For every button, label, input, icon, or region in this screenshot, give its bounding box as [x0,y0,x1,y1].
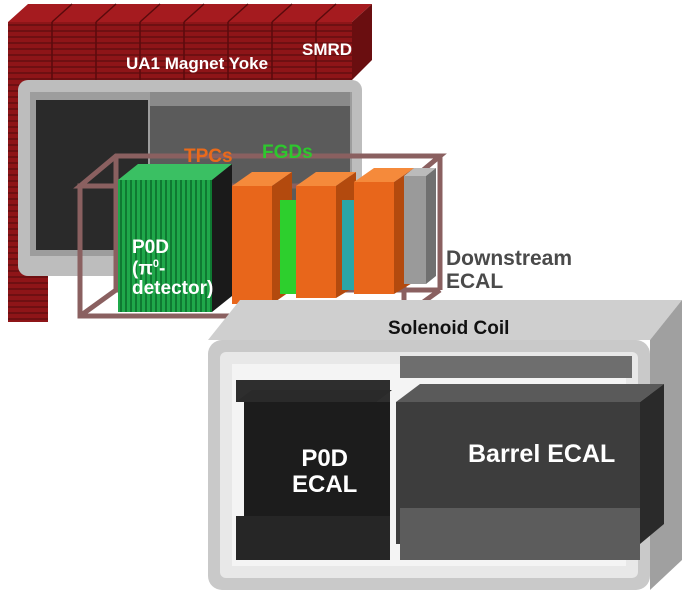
barrel-ecal-label: Barrel ECAL [468,440,616,468]
p0d-label: P0D (π0- detector) [132,237,214,300]
p0d-label-line2: (π0- [132,257,213,280]
p0d-pi-superscript: 0 [152,257,159,270]
p0d-module [118,164,232,312]
solenoid-coil-label: Solenoid Coil [388,318,510,339]
p0d-pi: (π [132,257,153,279]
tpcs-label: TPCs [184,146,233,167]
p0d-dash: - [159,257,166,279]
barrel-ecal [396,356,664,560]
magnet-yoke [8,3,372,322]
tpc-fgd-modules [232,168,414,304]
p0d-label-line3: detector) [132,278,214,300]
p0d-ecal-label: P0D ECAL [292,446,357,498]
p0d-ecal [236,380,392,560]
downstream-ecal-line1: Downstream [446,247,573,270]
p0d-ecal-line2: ECAL [292,470,358,498]
downstream-ecal-line2: ECAL [446,269,504,293]
p0d-label-line1: P0D [132,237,169,258]
p0d-ecal-line1: P0D [301,445,349,472]
downstream-ecal [404,168,436,284]
smrd-label: SMRD [302,40,353,59]
fgds-label: FGDs [262,142,313,163]
downstream-ecal-label: Downstream ECAL [446,247,573,293]
yoke-label: UA1 Magnet Yoke [126,54,269,73]
